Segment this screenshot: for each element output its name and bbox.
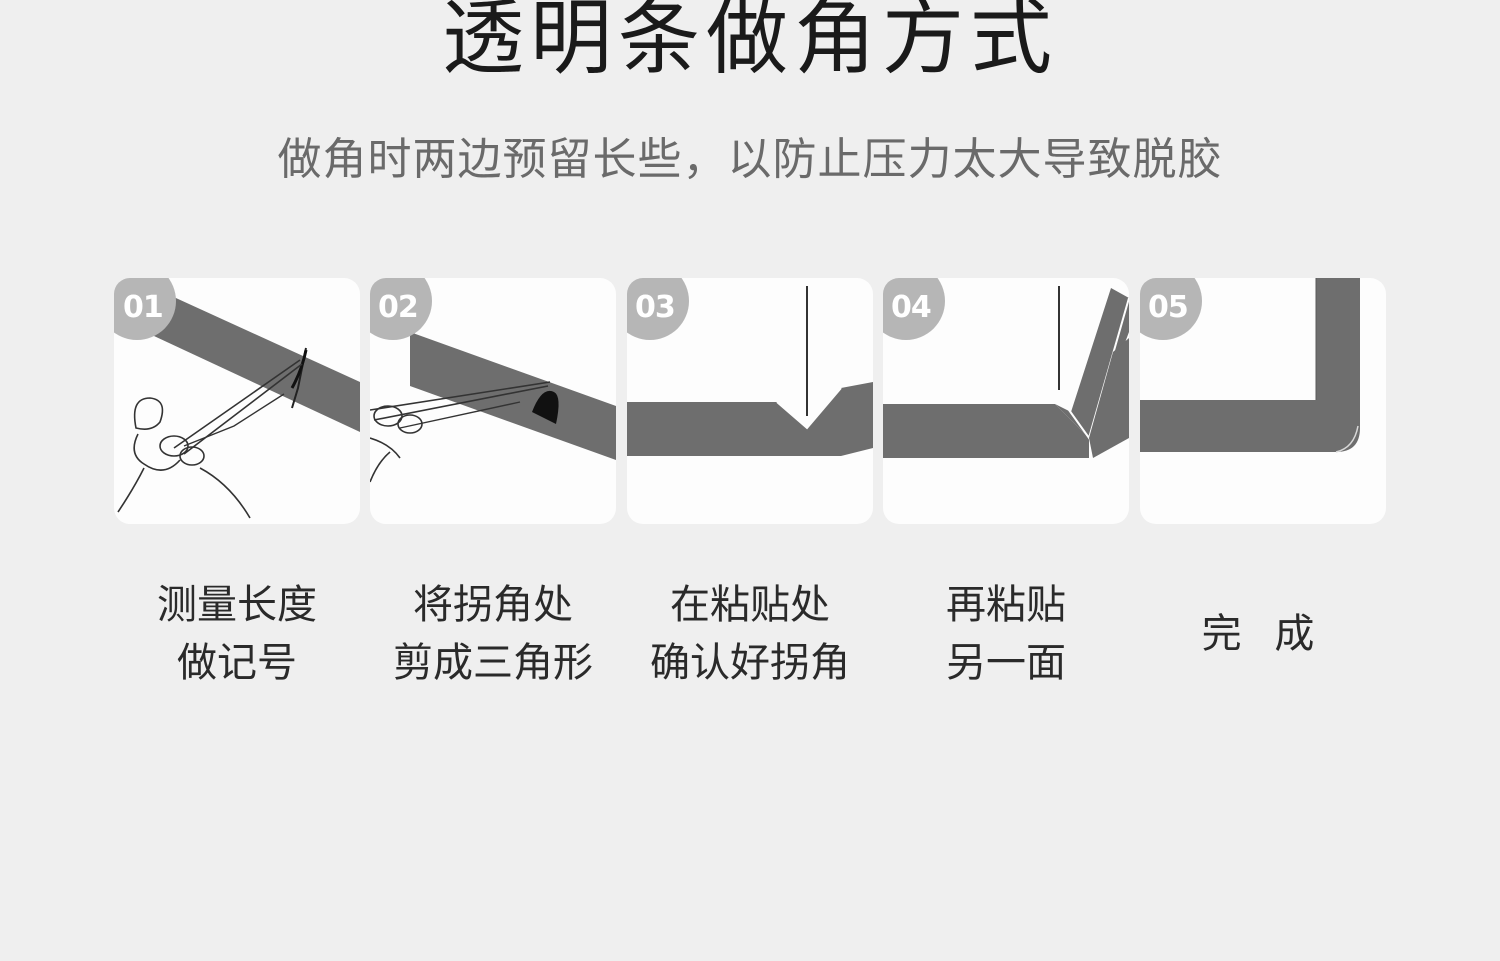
finished-corner-illustration — [1140, 278, 1360, 453]
step-caption-1-line1: 测量长度 — [157, 582, 317, 628]
step-card-2: 02 — [370, 278, 616, 524]
step-caption-4: 再粘贴 另一面 — [883, 576, 1129, 692]
step-caption-2-line1: 将拐角处 — [413, 582, 573, 628]
measure-illustration — [117, 288, 360, 519]
step-number-2: 02 — [378, 290, 419, 325]
step-caption-4-line2: 另一面 — [946, 640, 1066, 686]
step-caption-1: 测量长度 做记号 — [114, 576, 360, 692]
stick-other-side-illustration — [883, 286, 1129, 458]
step-caption-5-line1: 完 成 — [1201, 611, 1325, 657]
corner-placement-illustration — [627, 286, 873, 456]
step-card-4: 04 — [883, 278, 1129, 524]
page-subtitle: 做角时两边预留长些，以防止压力太大导致脱胶 — [277, 134, 1223, 185]
step-card-1: 01 — [114, 278, 360, 524]
step-card-5: 05 — [1140, 278, 1386, 524]
step-number-3: 03 — [635, 290, 676, 325]
step-caption-1-line2: 做记号 — [177, 640, 297, 686]
step-number-1: 01 — [123, 290, 164, 325]
step-caption-3-line2: 确认好拐角 — [650, 640, 850, 686]
page-title: 透明条做角方式 — [441, 0, 1058, 86]
step-number-5: 05 — [1148, 290, 1189, 325]
step-caption-2-line2: 剪成三角形 — [393, 640, 593, 686]
step-caption-3: 在粘贴处 确认好拐角 — [627, 576, 873, 692]
step-caption-4-line1: 再粘贴 — [946, 582, 1066, 628]
step-caption-3-line1: 在粘贴处 — [670, 582, 830, 628]
step-badge-3: 03 — [627, 278, 689, 340]
step-caption-2: 将拐角处 剪成三角形 — [370, 576, 616, 692]
step-card-3: 03 — [627, 278, 873, 524]
step-caption-5: 完 成 — [1140, 605, 1386, 663]
step-number-4: 04 — [891, 290, 932, 325]
cut-triangle-illustration — [370, 332, 616, 483]
